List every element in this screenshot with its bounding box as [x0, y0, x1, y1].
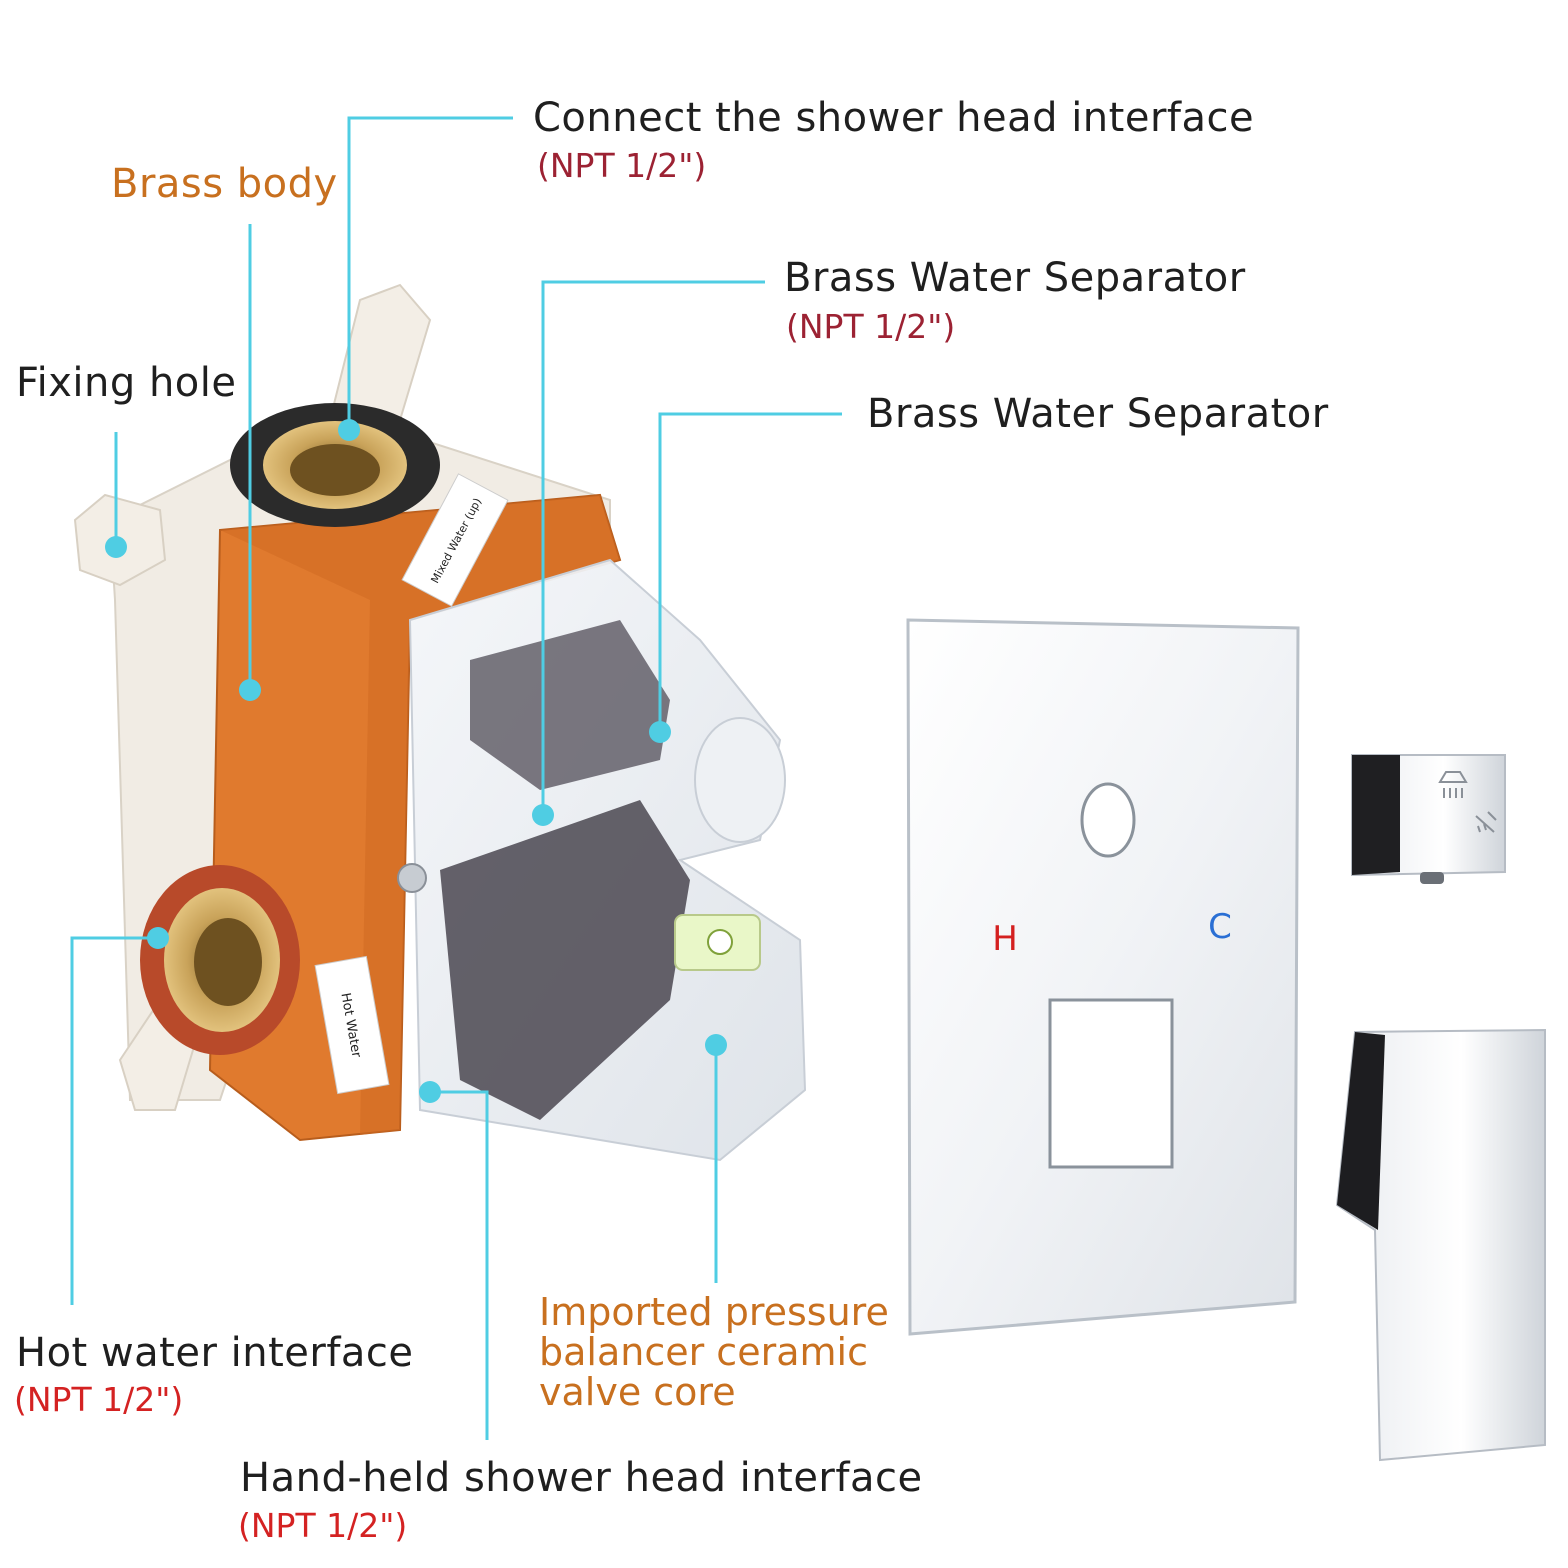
spec-separator-1: (NPT 1/2"): [786, 307, 956, 346]
diverter-hole: [1080, 782, 1136, 858]
label-valve-core-line3: valve core: [539, 1370, 736, 1414]
leader-handheld: [430, 1090, 489, 1440]
fixing-lug-top: [328, 283, 432, 421]
hot-mark: H: [992, 919, 1018, 959]
handle-opening: [1048, 998, 1174, 1169]
separator-stem: [470, 620, 670, 790]
label-hot-water: Hot water interface: [16, 1330, 414, 1376]
hot-water-brass-port: [140, 865, 300, 1055]
label-separator-1: Brass Water Separator: [784, 255, 1246, 301]
top-brass-port: [230, 403, 440, 527]
diverter-knob: [1351, 754, 1506, 884]
label-separator-2: Brass Water Separator: [867, 391, 1329, 437]
leader-lines: [70, 116, 842, 1440]
label-valve-core: Imported pressure balancer ceramic valve…: [539, 1292, 889, 1412]
cartridge-internals: [440, 800, 690, 1120]
leader-separator-2: [658, 412, 842, 732]
trim-plate: H C: [906, 618, 1300, 1336]
shower-head-icon: [1438, 771, 1468, 798]
leader-hot-water: [70, 936, 158, 1305]
cold-mark: C: [1208, 907, 1232, 947]
hand-shower-icon: [1475, 811, 1497, 833]
leader-shower-head: [347, 116, 513, 430]
sticker-hot-water: Hot Water: [314, 955, 390, 1095]
label-valve-core-line2: balancer ceramic: [539, 1330, 868, 1374]
leader-separator-1: [541, 280, 765, 815]
valve-body: Mixed Water (up) Hot Water: [73, 283, 807, 1162]
spec-handheld: (NPT 1/2"): [238, 1506, 408, 1545]
label-handheld: Hand-held shower head interface: [240, 1455, 923, 1501]
lever-handle: [1335, 1028, 1546, 1462]
label-valve-core-line1: Imported pressure: [539, 1290, 889, 1334]
spec-shower-head: (NPT 1/2"): [537, 146, 707, 185]
label-brass-body: Brass body: [111, 161, 338, 207]
label-shower-head: Connect the shower head interface: [533, 95, 1255, 141]
leader-dots: [105, 419, 727, 1103]
label-fixing-hole: Fixing hole: [16, 360, 237, 406]
spec-hot-water: (NPT 1/2"): [14, 1380, 184, 1419]
